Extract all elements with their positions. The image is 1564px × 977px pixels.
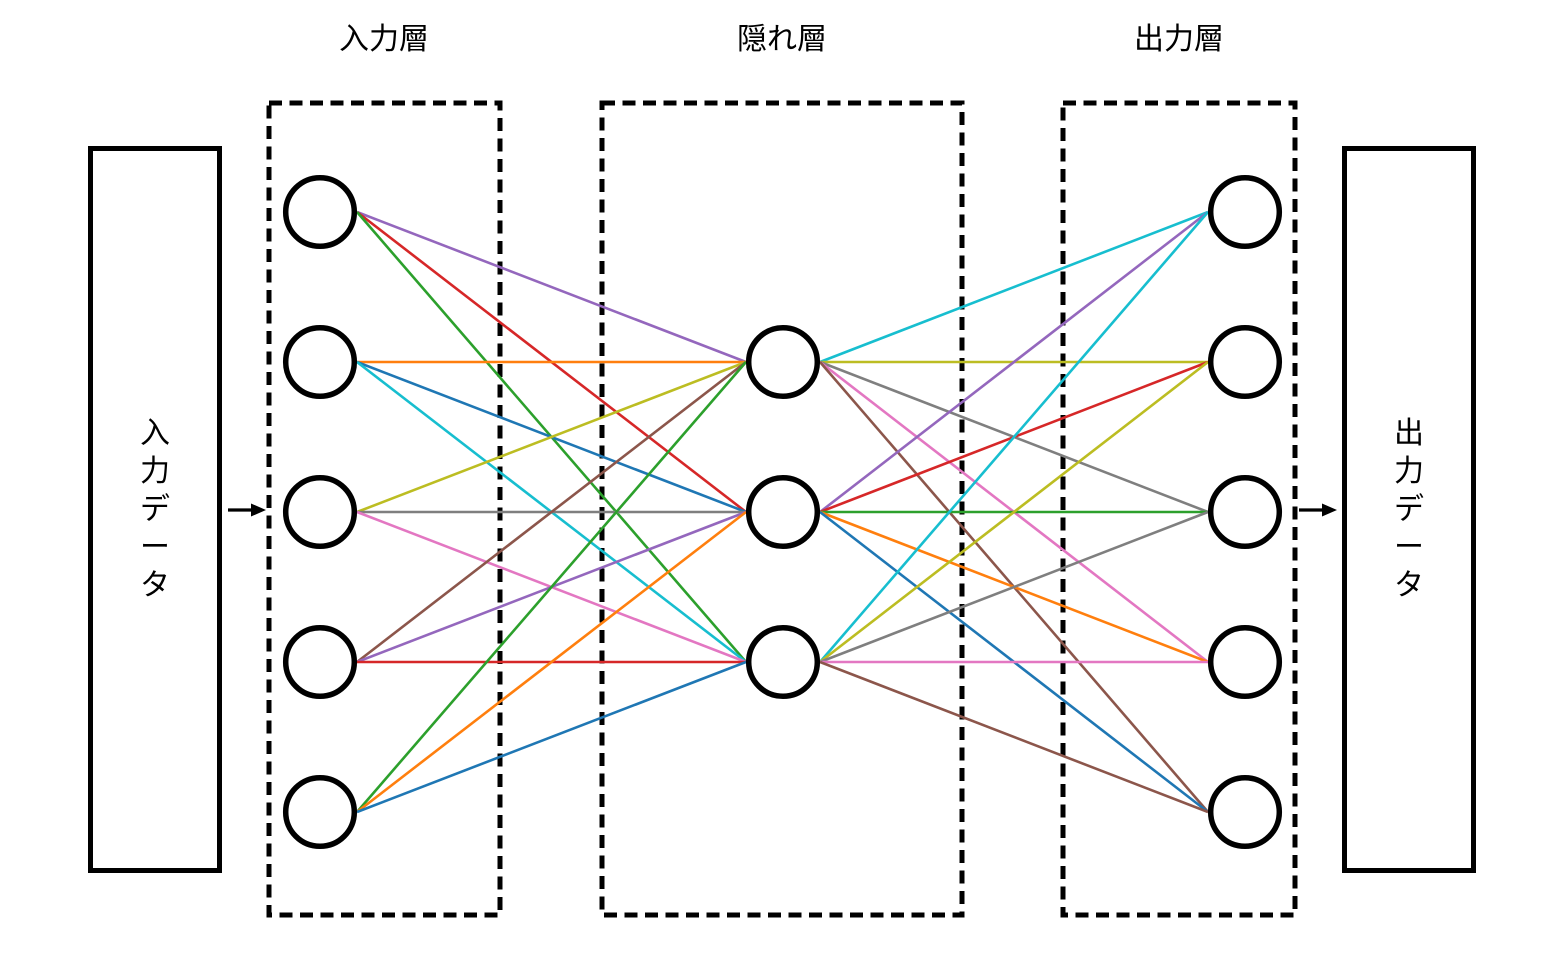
output-node-3 [1207, 474, 1283, 550]
output-layer-dashed-box [1060, 100, 1298, 918]
edge-input5-hidden2 [356, 510, 747, 814]
hidden-layer-dashed-box [599, 100, 965, 918]
edge-input3-hidden1 [356, 360, 747, 514]
input-layer-label: 入力層 [339, 23, 429, 56]
hidden-layer-label: 隠れ層 [737, 23, 827, 56]
edge-input1-hidden1 [356, 210, 747, 364]
edge-hidden3-output1 [819, 211, 1209, 663]
hidden-node-2 [745, 474, 821, 550]
input-layer-dashed-box [266, 100, 503, 918]
input-node-4 [282, 624, 358, 700]
input-node-2 [282, 324, 358, 400]
edge-hidden1-output1 [819, 210, 1209, 364]
output-node-2 [1207, 324, 1283, 400]
input-arrow-icon [228, 503, 266, 517]
edge-hidden2-output1 [819, 210, 1209, 514]
output-node-5 [1207, 774, 1283, 850]
output-node-4 [1207, 624, 1283, 700]
nodes-layer [282, 174, 1283, 850]
edge-input4-hidden1 [356, 360, 747, 664]
output-node-1 [1207, 174, 1283, 250]
output-arrow-icon [1299, 503, 1337, 517]
hidden-node-3 [745, 624, 821, 700]
edge-input5-hidden3 [356, 660, 747, 814]
edge-input5-hidden1 [356, 361, 747, 813]
edges-layer [356, 210, 1209, 814]
input-node-3 [282, 474, 358, 550]
edge-hidden3-output3 [819, 510, 1209, 664]
output-data-label: 出力データ [1394, 416, 1424, 602]
edge-hidden3-output5 [819, 660, 1209, 814]
edge-hidden3-output2 [819, 360, 1209, 664]
input-data-box: 入力データ [88, 146, 222, 873]
input-node-5 [282, 774, 358, 850]
hidden-node-1 [745, 324, 821, 400]
output-data-box: 出力データ [1342, 146, 1476, 873]
input-data-label: 入力データ [140, 416, 170, 602]
input-node-1 [282, 174, 358, 250]
output-layer-label: 出力層 [1134, 23, 1224, 56]
